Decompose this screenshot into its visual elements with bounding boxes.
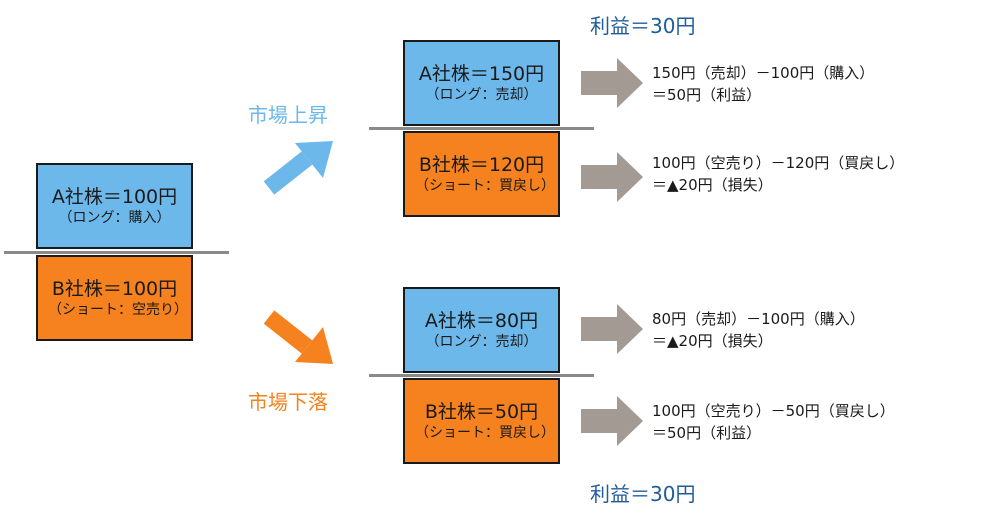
up-long-title: A社株＝150円	[418, 62, 545, 85]
up-long-result-line2: ＝50円（利益）	[652, 86, 762, 104]
down-divider	[369, 374, 594, 377]
market-up-label: 市場上昇	[248, 103, 328, 127]
market-down-arrow-icon	[263, 310, 333, 364]
down-short-box: B社株＝50円 （ショート：買戻し）	[403, 378, 560, 464]
up-short-sub: （ショート：買戻し）	[415, 177, 555, 194]
up-profit-label: 利益＝30円	[590, 14, 696, 38]
down-long-result-line2: ＝▲20円（損失）	[652, 332, 773, 350]
up-short-title: B社株＝120円	[418, 153, 545, 176]
down-short-sub: （ショート：買戻し）	[415, 424, 555, 441]
initial-long-title: A社株＝100円	[51, 185, 178, 208]
down-short-result-line1: 100円（空売り）－50円（買戻し）	[652, 402, 895, 420]
up-short-result: 100円（空売り）－120円（買戻し） ＝▲20円（損失）	[652, 152, 904, 196]
up-long-sub: （ロング：売却）	[425, 86, 538, 103]
down-profit-label: 利益＝30円	[590, 482, 696, 506]
initial-divider	[4, 251, 229, 254]
up-long-result-arrow-icon	[581, 58, 643, 108]
up-divider	[369, 127, 594, 130]
initial-long-box: A社株＝100円 （ロング：購入）	[36, 163, 193, 249]
down-long-title: A社株＝80円	[424, 309, 539, 332]
up-short-result-arrow-icon	[581, 152, 643, 202]
up-long-box: A社株＝150円 （ロング：売却）	[403, 40, 560, 126]
initial-short-sub: （ショート：空売り）	[48, 301, 188, 318]
market-up-arrow-icon	[263, 141, 333, 195]
down-long-result-arrow-icon	[581, 304, 643, 354]
down-long-result: 80円（売却）－100円（購入） ＝▲20円（損失）	[652, 308, 865, 352]
down-short-result-line2: ＝50円（利益）	[652, 424, 762, 442]
up-long-result-line1: 150円（売却）－100円（購入）	[652, 64, 875, 82]
down-long-result-line1: 80円（売却）－100円（購入）	[652, 310, 865, 328]
market-down-label: 市場下落	[248, 390, 328, 414]
initial-short-box: B社株＝100円 （ショート：空売り）	[36, 255, 193, 341]
up-long-result: 150円（売却）－100円（購入） ＝50円（利益）	[652, 62, 874, 106]
initial-long-sub: （ロング：購入）	[58, 209, 171, 226]
up-short-box: B社株＝120円 （ショート：買戻し）	[403, 131, 560, 217]
down-long-sub: （ロング：売却）	[425, 333, 538, 350]
down-short-result-arrow-icon	[581, 396, 643, 446]
up-short-result-line2: ＝▲20円（損失）	[652, 176, 773, 194]
down-short-title: B社株＝50円	[424, 400, 539, 423]
initial-short-title: B社株＝100円	[51, 277, 178, 300]
up-short-result-line1: 100円（空売り）－120円（買戻し）	[652, 154, 905, 172]
down-long-box: A社株＝80円 （ロング：売却）	[403, 287, 560, 373]
down-short-result: 100円（空売り）－50円（買戻し） ＝50円（利益）	[652, 400, 895, 444]
